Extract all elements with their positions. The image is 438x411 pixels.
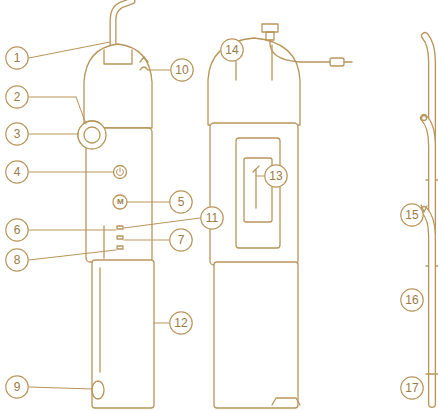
circle-shape [6, 376, 28, 398]
circle-shape [171, 59, 193, 81]
callout-circle: 12 [169, 311, 193, 335]
callout-number: 17 [400, 376, 424, 400]
water-tank [92, 260, 154, 408]
callout-number: 9 [5, 375, 29, 399]
callout-circle: 11 [200, 206, 224, 230]
callout-circle: 7 [169, 228, 193, 252]
circle-shape [6, 123, 28, 145]
indicator [117, 246, 123, 249]
indicator [117, 226, 123, 229]
callout-number: 3 [5, 122, 29, 146]
callout-circle: 6 [5, 218, 29, 242]
circle-shape [6, 47, 28, 69]
callout-number: 11 [200, 206, 224, 230]
nozzle-socket [104, 50, 132, 64]
storage-panel [236, 138, 280, 248]
circle-shape [170, 312, 192, 334]
callout-number: 4 [5, 160, 29, 184]
circle-shape [201, 207, 223, 229]
circle-shape [401, 377, 423, 399]
circle-shape [6, 219, 28, 241]
dc-plug [330, 58, 344, 66]
button-label: M [117, 197, 124, 207]
callout-circle: 10 [170, 58, 194, 82]
circle-shape [265, 165, 287, 187]
callout-circle: 14 [220, 38, 244, 62]
indicator [117, 236, 123, 239]
callout-circle: 3 [5, 122, 29, 146]
dc-pin [344, 61, 352, 62]
circle-shape [401, 204, 423, 226]
body-line [103, 226, 104, 258]
callout-number: 10 [170, 58, 194, 82]
tank-line [99, 268, 100, 372]
callout-circle: 15 [400, 203, 424, 227]
circle-shape [170, 191, 192, 213]
device-head [84, 44, 152, 128]
callout-number: 8 [5, 248, 29, 272]
circle-shape [401, 289, 423, 311]
callout-circle: 1 [5, 46, 29, 70]
callout-number: 15 [400, 203, 424, 227]
callout-number: 16 [400, 288, 424, 312]
callout-number: 1 [5, 46, 29, 70]
circle-shape [6, 249, 28, 271]
callout-circle: 17 [400, 376, 424, 400]
callout-number: 7 [169, 228, 193, 252]
power-symbol [116, 168, 123, 175]
cable [270, 40, 330, 62]
tank-flap [272, 398, 300, 405]
callout-circle: 4 [5, 160, 29, 184]
callout-number: 5 [169, 190, 193, 214]
dial-inner [84, 127, 100, 143]
dial [78, 121, 106, 149]
dial [78, 121, 106, 149]
spare-nozzles [421, 36, 438, 404]
circle-shape [221, 39, 243, 61]
device-body [210, 123, 298, 265]
circle-shape [6, 86, 28, 108]
circle-shape [6, 161, 28, 183]
water-tank [214, 262, 298, 408]
stored-nozzle [253, 166, 259, 208]
release-mark [140, 57, 148, 62]
callout-circle: 8 [5, 248, 29, 272]
charging-port [92, 381, 104, 399]
release-mark [140, 67, 148, 70]
callout-number: 6 [5, 218, 29, 242]
callout-number: 2 [5, 85, 29, 109]
callout-number: 14 [220, 38, 244, 62]
callout-number: 13 [264, 164, 288, 188]
leader-lines [29, 42, 264, 389]
callout-circle: 5 [169, 190, 193, 214]
usb-plug [262, 24, 278, 32]
device-head [208, 38, 300, 125]
usb-plug [266, 32, 274, 40]
callout-circle: 2 [5, 85, 29, 109]
power-button [114, 166, 127, 179]
callout-circle: 16 [400, 288, 424, 312]
mode-button [113, 195, 127, 209]
callout-circle: 9 [5, 375, 29, 399]
circle-shape [170, 229, 192, 251]
callout-number: 12 [169, 311, 193, 335]
callout-circle: 13 [264, 164, 288, 188]
